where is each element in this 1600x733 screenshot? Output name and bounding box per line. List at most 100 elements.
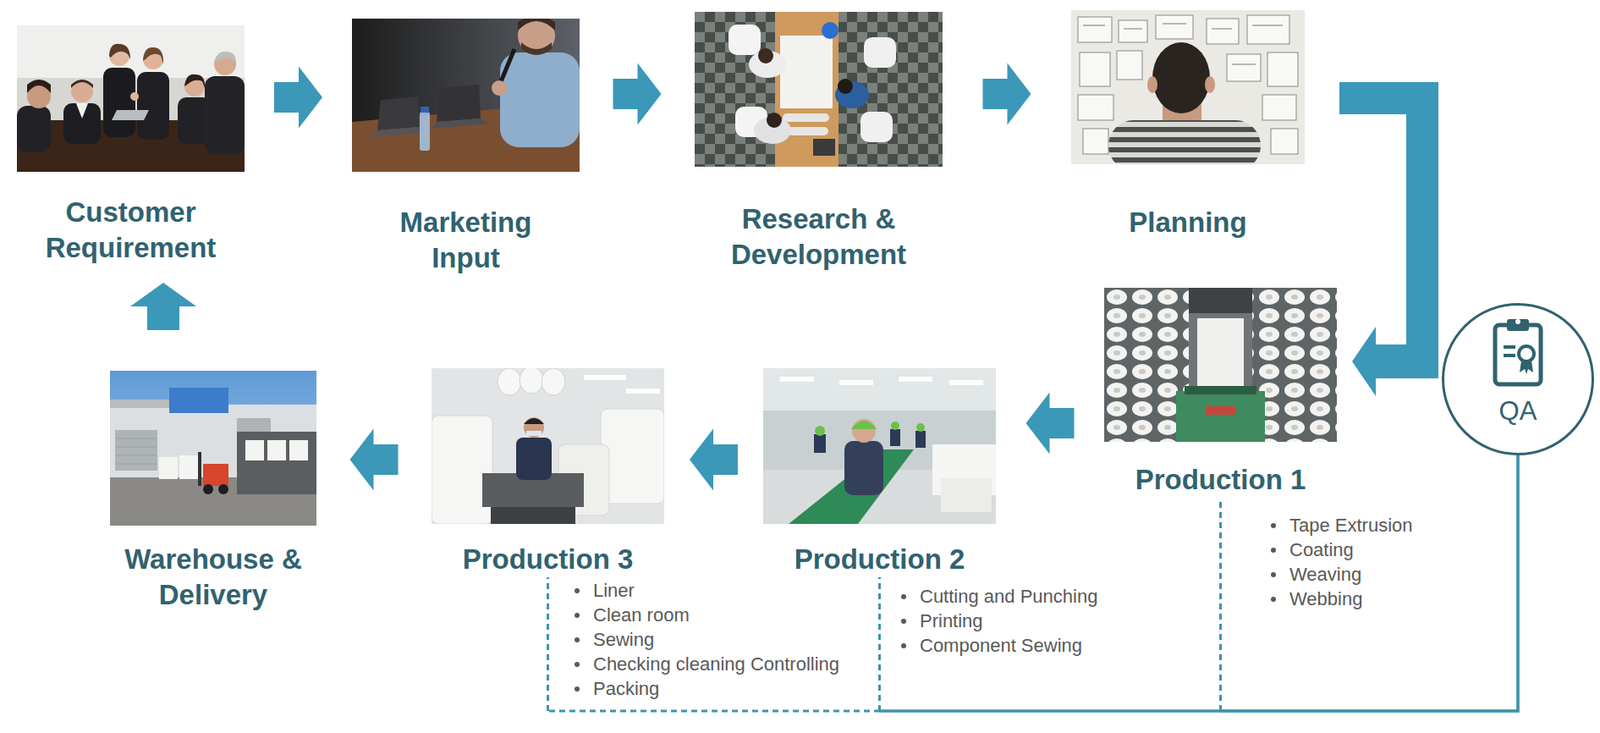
photo-detail <box>1077 16 1112 43</box>
planning-photo <box>1071 10 1305 165</box>
photo-detail <box>898 376 933 382</box>
photo-detail <box>1495 324 1541 385</box>
bent-arrow <box>1339 82 1439 396</box>
flow-arrow <box>350 428 399 491</box>
block-arrow <box>350 428 399 491</box>
photo-detail <box>109 43 131 60</box>
photo-detail <box>1518 346 1535 362</box>
photo-detail <box>1211 28 1232 30</box>
photo-detail <box>245 439 264 461</box>
photo-detail <box>775 11 839 167</box>
photo-detail <box>420 106 429 113</box>
qa-line <box>879 455 1518 711</box>
photo-detail <box>71 80 94 103</box>
photo-detail <box>497 368 522 396</box>
bullet-item: Tape Extrusion <box>1289 512 1414 538</box>
photo-detail <box>813 138 836 156</box>
photo-detail <box>949 379 984 385</box>
photo-detail <box>780 376 984 385</box>
block-arrow <box>1026 392 1075 455</box>
photo-detail <box>763 368 996 524</box>
photo-detail <box>1252 25 1283 27</box>
photo-detail <box>431 415 493 524</box>
process-stage: Warehouse & Delivery <box>109 370 317 613</box>
stage-heading: Planning <box>1071 204 1305 241</box>
qa-dashed-line <box>1219 497 1222 711</box>
photo-detail <box>115 429 158 471</box>
photo-detail <box>916 423 925 432</box>
process-stage: Production 3LinerClean roomSewingCheckin… <box>431 368 665 578</box>
photo-detail <box>852 418 876 443</box>
photo-detail <box>1270 128 1298 154</box>
presentation-photo <box>351 18 580 172</box>
block-arrow <box>613 63 662 126</box>
photo-detail <box>814 425 825 436</box>
photo-detail <box>218 483 229 495</box>
photo-detail <box>115 438 158 464</box>
stage-heading: Marketing Input <box>381 204 551 276</box>
photo-detail <box>436 84 481 122</box>
flow-arrow <box>1026 392 1075 455</box>
qa-line <box>879 455 1518 711</box>
photo-detail <box>497 368 566 396</box>
block-arrow <box>689 428 738 491</box>
photo-detail <box>851 420 877 429</box>
photo-detail <box>583 374 660 394</box>
flow-arrow <box>879 455 1519 711</box>
photo-detail <box>1503 345 1516 349</box>
block-arrow <box>983 63 1032 126</box>
photo-detail <box>184 74 205 88</box>
stage-heading: Research & Development <box>694 201 943 273</box>
photo-detail <box>377 96 420 131</box>
photo-detail <box>519 368 544 394</box>
photo-detail <box>1206 18 1239 44</box>
process-stage: Planning <box>1071 10 1305 241</box>
qa-dashed-line <box>878 577 882 711</box>
photo-detail <box>1247 15 1290 44</box>
bullet-item: Component Sewing <box>919 632 1098 658</box>
photo-detail <box>203 463 229 486</box>
photo-detail <box>419 111 430 151</box>
photo-detail <box>76 103 88 119</box>
bullet-item: Packing <box>593 676 840 701</box>
photo-detail <box>1204 76 1216 94</box>
photo-detail <box>516 437 552 480</box>
stage-heading: Customer Requirement <box>16 194 245 266</box>
clipboard-icon <box>1491 316 1545 388</box>
photo-detail <box>863 37 897 68</box>
photo-detail <box>490 506 576 524</box>
photo-detail <box>1506 318 1529 331</box>
photo-detail <box>1162 23 1187 25</box>
photo-detail <box>491 80 507 96</box>
bullet-item: Liner <box>593 577 840 603</box>
photo-detail <box>839 379 874 385</box>
meeting-photo <box>16 25 245 172</box>
bullet-item: Sewing <box>593 626 840 652</box>
bullet-item: Clean room <box>593 602 840 627</box>
photo-detail <box>523 417 545 438</box>
photo-detail <box>780 376 814 382</box>
photo-detail <box>16 25 245 172</box>
photo-detail <box>1184 385 1257 395</box>
photo-detail <box>142 47 164 65</box>
photo-detail <box>517 18 556 31</box>
stage-heading: Warehouse & Delivery <box>109 541 317 613</box>
photo-detail <box>1267 52 1298 87</box>
factory-photo <box>763 368 996 524</box>
photo-detail <box>1176 390 1265 442</box>
photo-detail <box>500 52 580 148</box>
photo-detail <box>103 67 136 138</box>
photo-detail <box>267 439 286 461</box>
photo-detail <box>71 79 94 88</box>
photo-detail <box>541 368 566 396</box>
photo-detail <box>915 430 926 448</box>
photo-detail <box>169 387 229 413</box>
photo-detail <box>517 18 556 55</box>
photo-detail <box>1104 287 1337 442</box>
photo-detail <box>115 446 158 448</box>
process-stage: Research & Development <box>694 11 943 273</box>
photo-detail <box>694 11 943 167</box>
photo-detail <box>159 455 198 479</box>
photo-detail <box>109 370 317 526</box>
